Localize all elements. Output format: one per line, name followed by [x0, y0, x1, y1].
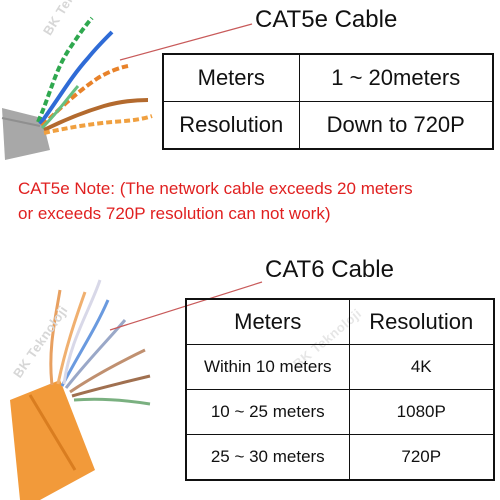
- cat6-meters-cell: 10 ~ 25 meters: [185, 389, 350, 435]
- table-row: Resolution Down to 720P: [162, 101, 494, 150]
- table-row: 25 ~ 30 meters 720P: [185, 434, 495, 481]
- cat5e-note: CAT5e Note: (The network cable exceeds 2…: [18, 176, 413, 226]
- cat6-cable-image: [10, 279, 151, 500]
- cat6-meters-cell: Within 10 meters: [185, 344, 350, 390]
- cat6-resolution-cell: 4K: [348, 344, 495, 390]
- cat5e-spec-table: Meters 1 ~ 20meters Resolution Down to 7…: [162, 53, 494, 150]
- cat6-resolution-cell: 720P: [348, 434, 495, 481]
- cat5e-note-line2: or exceeds 720P resolution can not work): [18, 204, 331, 223]
- cat6-spec-table: Meters Resolution Within 10 meters 4K 10…: [185, 298, 495, 481]
- cat5e-label-meters: Meters: [162, 53, 300, 102]
- table-row: Within 10 meters 4K: [185, 344, 495, 390]
- cat6-title: CAT6 Cable: [265, 256, 394, 283]
- cat6-meters-cell: 25 ~ 30 meters: [185, 434, 350, 481]
- cat5e-pointer-line: [119, 23, 253, 61]
- cat6-header-resolution: Resolution: [348, 298, 495, 345]
- cat6-resolution-cell: 1080P: [348, 389, 495, 435]
- cat6-header-meters: Meters: [185, 298, 350, 345]
- cat5e-note-line1: CAT5e Note: (The network cable exceeds 2…: [18, 179, 413, 198]
- cat5e-title: CAT5e Cable: [255, 6, 398, 33]
- table-row: Meters 1 ~ 20meters: [162, 53, 494, 102]
- cat5e-label-resolution: Resolution: [162, 101, 300, 150]
- cat5e-value-resolution: Down to 720P: [298, 101, 494, 150]
- table-header-row: Meters Resolution: [185, 298, 495, 345]
- cat5e-cable-image: [1, 16, 153, 160]
- cat5e-value-meters: 1 ~ 20meters: [298, 53, 494, 102]
- table-row: 10 ~ 25 meters 1080P: [185, 389, 495, 435]
